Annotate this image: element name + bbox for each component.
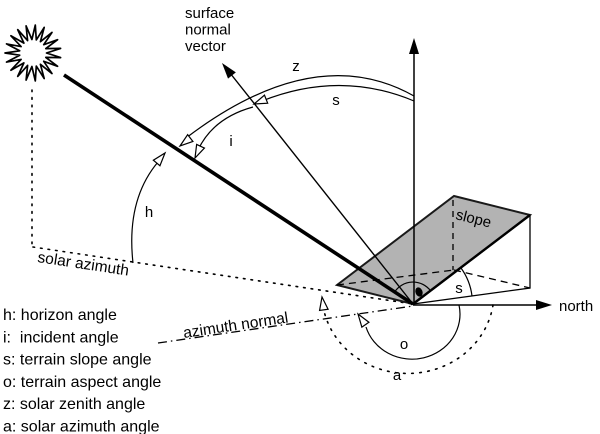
- solar-ray-line: [63, 73, 414, 306]
- s-normal-label: s: [332, 92, 340, 109]
- h-arc-arrowhead: [152, 151, 167, 167]
- a-arc-arrowhead: [318, 295, 329, 312]
- i-arc-arrowhead: [194, 143, 206, 160]
- surface-normal-label-2: normal: [185, 22, 231, 39]
- z-arc-arrowhead: [178, 133, 194, 148]
- a-label: a: [393, 367, 402, 384]
- origin-arc: [394, 281, 431, 293]
- o-label: o: [400, 336, 408, 353]
- i-label: i: [229, 133, 232, 150]
- h-label: h: [145, 204, 153, 221]
- legend-item-z: z: solar zenith angle: [3, 396, 145, 413]
- north-arrowhead: [536, 300, 552, 310]
- h-arc: [131, 161, 159, 264]
- solar-azimuth-line: [32, 246, 414, 305]
- sun-icon: [4, 24, 62, 82]
- origin-dot: [415, 287, 423, 297]
- legend-item-o: o: terrain aspect angle: [3, 374, 161, 391]
- surface-normal-label-1: surface: [185, 5, 234, 22]
- legend-item-h: h: horizon angle: [3, 307, 117, 324]
- surface-normal-label-3: vector: [185, 38, 226, 55]
- slope-hidden-edge-right: [453, 269, 531, 289]
- vertical-axis-arrowhead: [409, 38, 419, 54]
- north-label: north: [559, 298, 593, 315]
- azimuth-normal-line: [157, 305, 414, 344]
- s-slope-arc: [460, 267, 473, 297]
- azimuth-normal-label: azimuth normal: [182, 309, 289, 341]
- slope-ridge-edge: [412, 214, 531, 305]
- o-arc: [365, 304, 461, 360]
- legend-item-i: i: incident angle: [3, 329, 119, 346]
- surface-normal-line: [229, 72, 414, 305]
- legend-item-a: a: solar azimuth angle: [3, 419, 160, 434]
- slope-hidden-edge-back: [336, 269, 455, 286]
- o-arc-arrowhead: [356, 312, 370, 329]
- solar-azimuth-label: solar azimuth: [36, 249, 130, 279]
- legend: h: horizon angle i: incident angle s: te…: [3, 307, 161, 434]
- s-slope-label: s: [455, 280, 463, 297]
- surface-normal-arrowhead: [222, 63, 236, 79]
- z-arc: [185, 75, 415, 139]
- a-arc: [323, 304, 494, 375]
- s-normal-arc-arrowhead: [252, 94, 269, 105]
- legend-item-s: s: terrain slope angle: [3, 352, 152, 369]
- z-label: z: [292, 58, 300, 75]
- i-arc: [197, 106, 254, 151]
- s-normal-arc: [261, 84, 415, 102]
